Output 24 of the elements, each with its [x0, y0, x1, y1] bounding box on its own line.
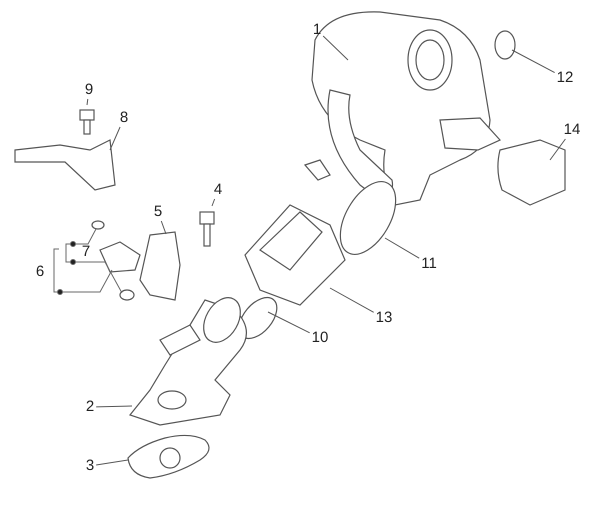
callout-number: 11 [419, 255, 439, 273]
leader-line [268, 312, 310, 334]
leader-line [96, 460, 128, 466]
leader-line [384, 238, 420, 259]
callout-number: 2 [84, 398, 96, 416]
callout-number: 7 [80, 243, 92, 261]
leader-line [160, 220, 166, 234]
callout-number: 13 [374, 309, 394, 327]
callout-number: 10 [310, 329, 330, 347]
leader-line [512, 50, 556, 74]
leader-line [96, 406, 132, 408]
callout-number: 1 [310, 21, 324, 39]
leader-line [86, 98, 88, 106]
callout-number: 14 [562, 121, 582, 139]
callout-number: 9 [82, 81, 96, 99]
leader-line [110, 126, 121, 150]
leader-line [212, 198, 216, 206]
callout-number: 12 [554, 69, 576, 87]
callout-number: 6 [34, 263, 46, 281]
callout-number: 8 [118, 109, 130, 127]
callout-number: 4 [212, 181, 224, 199]
callout-number: 3 [84, 457, 96, 475]
callout-number: 5 [152, 203, 164, 221]
leader-line [330, 288, 374, 313]
